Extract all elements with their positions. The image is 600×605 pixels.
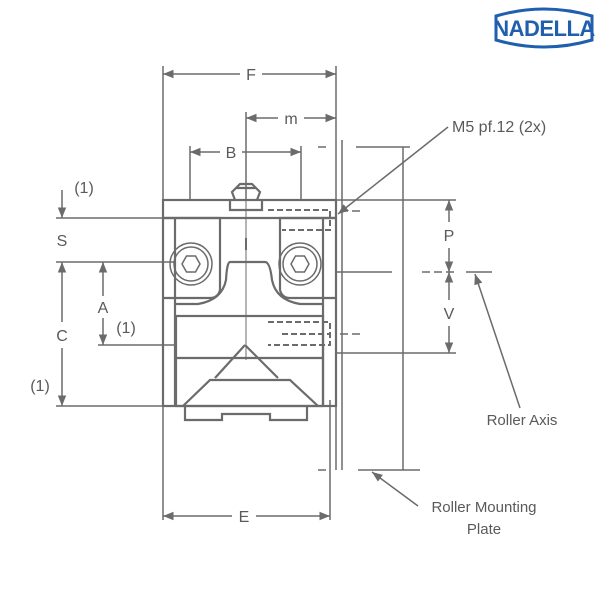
dim-P: P [444, 228, 455, 245]
dim-F: F [246, 67, 256, 84]
logo-frame-icon [494, 7, 594, 49]
dim-V: V [444, 306, 455, 323]
roller-mounting-plate-label-2: Plate [467, 521, 501, 538]
logo-text: NADELLA [493, 16, 595, 41]
dim-B: B [226, 145, 237, 162]
bolt-right [278, 242, 322, 286]
dim-m: m [284, 111, 297, 128]
roller-mounting-plate-label-1: Roller Mounting [431, 499, 536, 516]
roller-axis-label: Roller Axis [487, 412, 558, 429]
thread-callout: M5 pf.12 (2x) [452, 119, 546, 136]
note-1-top: (1) [74, 180, 94, 197]
dim-E: E [239, 509, 250, 526]
dim-C: C [56, 328, 68, 345]
nadella-logo: NADELLA [492, 6, 596, 50]
dim-A: A [98, 300, 109, 317]
note-1-bottom: (1) [30, 378, 50, 395]
dim-S: S [57, 233, 68, 250]
note-1-mid: (1) [116, 320, 136, 337]
carriage-body [161, 182, 338, 422]
bolt-left [169, 242, 213, 286]
